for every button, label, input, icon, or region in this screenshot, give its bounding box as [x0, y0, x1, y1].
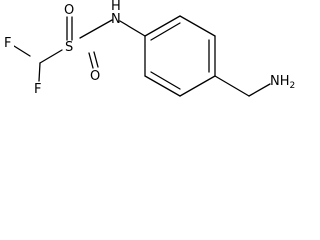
nh-h-label: H — [111, 0, 121, 14]
ring-bond-4 — [179, 75, 216, 97]
atom-labels: F F S O O H N NH2 — [3, 0, 295, 97]
amine-nh: NH — [270, 74, 290, 89]
bond-nh-ring — [119, 20, 146, 37]
bond-ring-ch2 — [214, 75, 250, 97]
bond-ch2-amine — [248, 83, 271, 97]
oxygen-bottom-label: O — [90, 69, 100, 84]
bond-chf2-sulfur — [39, 49, 63, 64]
ring-bond-5 — [144, 75, 181, 97]
oxygen-top-label: O — [64, 3, 74, 18]
nh-label: N — [111, 12, 121, 27]
f-top-bg — [3, 35, 14, 49]
bond-sulfur-obottom-2 — [93, 51, 99, 68]
ring-bond-1-inner — [150, 22, 181, 41]
f-top-label: F — [4, 36, 11, 51]
bond-fbottom-chf2 — [38, 62, 41, 82]
ring-bond-1 — [144, 15, 181, 37]
bond-sulfur-obottom-1 — [88, 52, 94, 69]
bonds — [13, 15, 271, 97]
f-bottom-label: F — [34, 82, 41, 97]
ring-bond-5-inner — [150, 71, 181, 90]
bond-sulfur-nh — [79, 19, 113, 39]
amine-label: NH2 — [270, 74, 295, 91]
f-bottom-bg — [33, 82, 44, 96]
bond-ftop-chf2 — [13, 45, 31, 57]
ring-bond-2 — [179, 15, 216, 37]
amine-subscript: 2 — [290, 81, 296, 91]
sulfur-label: S — [65, 40, 73, 55]
structure-diagram: F F S O O H N NH2 — [3, 0, 295, 97]
